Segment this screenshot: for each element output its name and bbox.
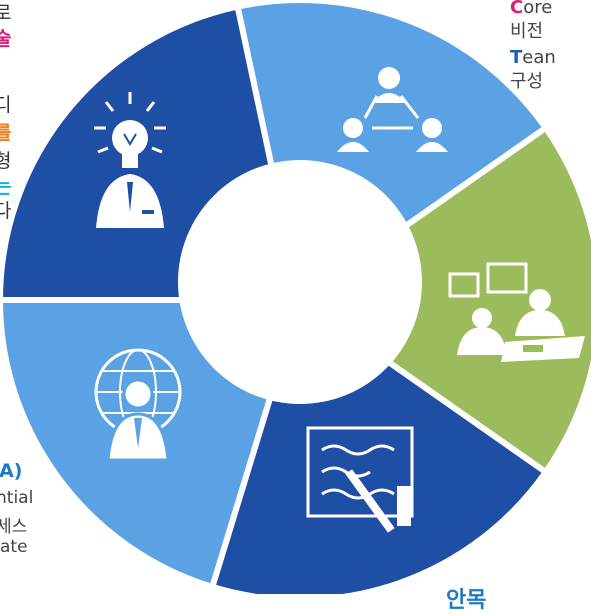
ia-label: IA) <box>0 460 22 482</box>
left-fragment-8: 다 <box>0 200 11 222</box>
core-rest: ore <box>523 0 552 18</box>
left-fragment-7: 는 <box>0 176 11 198</box>
compose-text: 구성 <box>510 72 543 92</box>
core-line: Core <box>510 0 552 18</box>
left-fragment-6: 형 <box>0 150 11 172</box>
center-hole <box>178 160 422 404</box>
team-initial: T <box>510 47 522 68</box>
vision-text: 비전 <box>510 22 543 42</box>
wheel-diagram <box>0 0 591 594</box>
left-fragment-5: 를 <box>0 122 11 144</box>
left-fragment-2: 술 <box>0 28 11 50</box>
ate-label: ate <box>0 537 28 557</box>
core-initial: C <box>510 0 523 18</box>
left-fragment-1: 로 <box>0 2 11 24</box>
bottom-fragment: 안목 <box>446 582 486 614</box>
process-label: 세스 <box>0 512 27 537</box>
tial-label: ntial <box>0 488 33 508</box>
team-rest: ean <box>522 47 556 68</box>
left-fragment-4: 디 <box>0 94 11 116</box>
team-line: Tean <box>510 48 556 68</box>
